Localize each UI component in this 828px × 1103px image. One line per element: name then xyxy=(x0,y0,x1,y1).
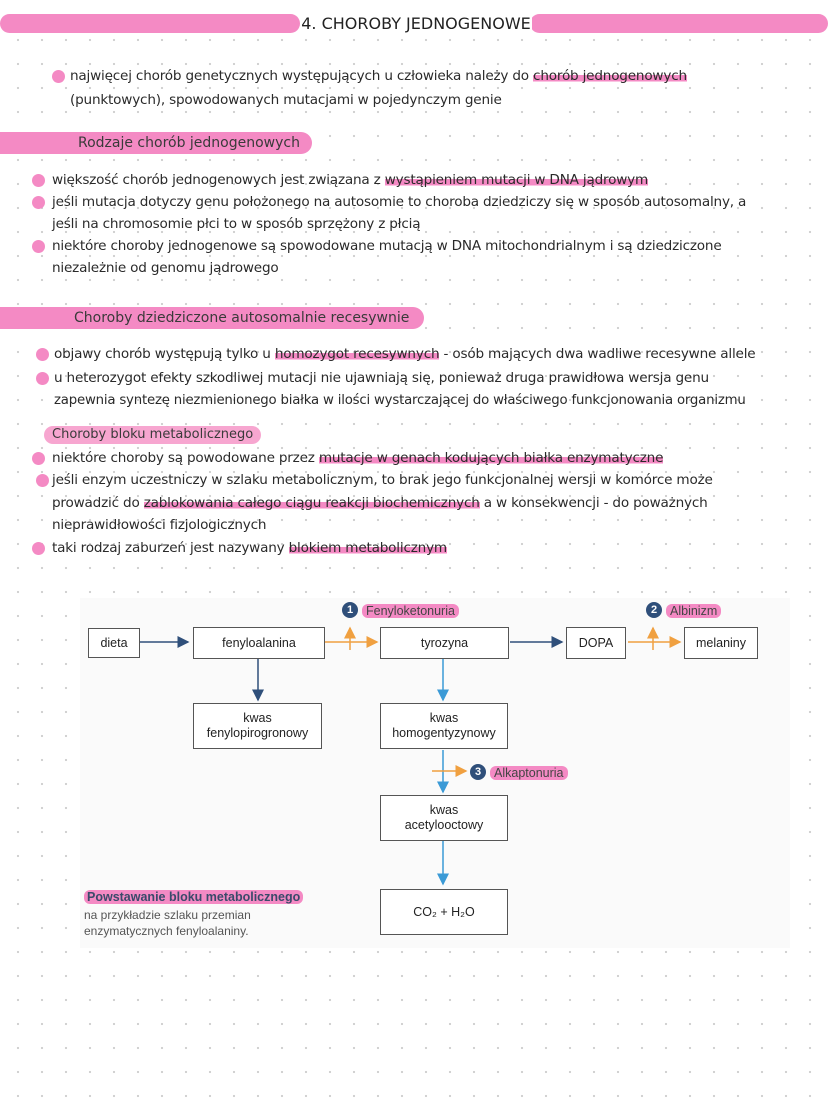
title-bar: 4. CHOROBY JEDNOGENOWE xyxy=(0,12,828,36)
box-fenyloalanina: fenyloalanina xyxy=(193,627,325,659)
bullet-icon xyxy=(36,372,49,385)
bullet-icon xyxy=(32,174,45,187)
s2-b1-highlight: homozygot recesywnych xyxy=(274,346,440,362)
section-heading-1-label: Rodzaje chorób jednogenowych xyxy=(78,135,300,151)
box-kwas-aa-line-2: acetylooctowy xyxy=(404,818,484,832)
bullet-icon xyxy=(32,240,45,253)
s3-b2-highlight: zablokowania całego ciągu reakcji bioche… xyxy=(143,495,480,511)
bullet-icon xyxy=(32,542,45,555)
s3-b2-text-end: a w konsekwencji - do poważnych xyxy=(479,495,708,511)
box-kwas-hg-line-1: kwas xyxy=(429,711,459,725)
title-bar-right xyxy=(530,14,828,33)
box-kwas-aa-line-1: kwas xyxy=(429,803,459,817)
s2-b1-text: objawy chorób występują tylko u xyxy=(54,346,275,362)
bullet-icon xyxy=(32,452,45,465)
bullet-icon xyxy=(52,70,65,83)
s3-b1-highlight: mutacje w genach kodujących białka enzym… xyxy=(318,450,664,466)
intro-text: najwięcej chorób genetycznych występując… xyxy=(70,68,534,84)
box-co2-h2o: CO₂ + H₂O xyxy=(380,889,508,935)
disease-label-fenyloketonuria: Fenyloketonuria xyxy=(362,604,459,618)
s3-bullet-1: niektóre choroby są powodowane przez mut… xyxy=(52,450,663,466)
disease-badge-1: 1 xyxy=(342,602,358,618)
page-title: 4. CHOROBY JEDNOGENOWE xyxy=(300,12,532,36)
box-kwas-fenylopirogronowy: kwas fenylopirogronowy xyxy=(193,703,322,749)
box-dopa: DOPA xyxy=(566,627,626,659)
box-kwas-hg-line-2: homogentyzynowy xyxy=(392,726,496,740)
s3-b3-highlight: blokiem metabolicznym xyxy=(288,540,447,556)
pathway-arrows xyxy=(138,626,682,886)
s1-bullet-2-line-2: jeśli na chromosomie płci to w sposób sp… xyxy=(52,216,421,232)
bullet-icon xyxy=(32,196,45,209)
box-kwas-acetylooctowy: kwas acetylooctowy xyxy=(380,795,508,841)
s2-bullet-2-line-1: u heterozygot efekty szkodliwej mutacji … xyxy=(54,370,709,386)
disease-label-albinizm: Albinizm xyxy=(666,604,722,618)
section-heading-1: Rodzaje chorób jednogenowych xyxy=(0,132,312,154)
section-heading-2: Choroby dziedziczone autosomalnie recesy… xyxy=(0,307,424,329)
caption-line-2: enzymatycznych fenyloalaniny. xyxy=(84,924,249,938)
box-dieta: dieta xyxy=(88,628,140,658)
intro-line-1: najwięcej chorób genetycznych występując… xyxy=(70,68,687,84)
s3-bullet-2-line-1: jeśli enzym uczestniczy w szlaku metabol… xyxy=(52,472,713,488)
bullet-icon xyxy=(36,348,49,361)
s3-b2-text: prowadzić do xyxy=(52,495,144,511)
disease-badge-2: 2 xyxy=(646,602,662,618)
s1-bullet-3-line-2: niezależnie od genomu jądrowego xyxy=(52,260,279,276)
box-kwas-fp-line-1: kwas xyxy=(243,711,272,725)
section-heading-2-label: Choroby dziedziczone autosomalnie recesy… xyxy=(74,310,410,326)
s2-b1-text-end: - osób mających dwa wadliwe recesywne al… xyxy=(439,346,756,362)
caption-title-text: Powstawanie bloku metabolicznego xyxy=(84,890,304,904)
s3-bullet-2-line-3: nieprawidłowości fizjologicznych xyxy=(52,517,267,533)
s1-bullet-3-line-1: niektóre choroby jednogenowe są spowodow… xyxy=(52,238,722,254)
s1-b1-highlight: wystąpieniem mutacji w DNA jądrowym xyxy=(384,172,649,188)
s1-b1-text: większość chorób jednogenowych jest zwią… xyxy=(52,172,385,188)
caption-line-1: na przykładzie szlaku przemian xyxy=(84,908,251,922)
disease-badge-3: 3 xyxy=(470,764,486,780)
s1-bullet-1: większość chorób jednogenowych jest zwią… xyxy=(52,172,648,188)
bullet-icon xyxy=(36,474,49,487)
disease-label-alkaptonuria: Alkaptonuria xyxy=(490,766,568,780)
intro-line-2: (punktowych), spowodowanych mutacjami w … xyxy=(70,92,502,108)
box-tyrozyna: tyrozyna xyxy=(380,627,509,659)
s1-bullet-2-line-1: jeśli mutacja dotyczy genu położonego na… xyxy=(52,194,747,210)
s3-bullet-3: taki rodzaj zaburzeń jest nazywany bloki… xyxy=(52,540,447,556)
s3-bullet-2-line-2: prowadzić do zablokowania całego ciągu r… xyxy=(52,495,708,511)
s2-bullet-2-line-2: zapewnia syntezę niezmienionego białka w… xyxy=(54,393,746,408)
section-heading-3: Choroby bloku metabolicznego xyxy=(44,426,262,444)
box-kwas-homogentyzynowy: kwas homogentyzynowy xyxy=(380,703,508,749)
s2-bullet-1: objawy chorób występują tylko u homozygo… xyxy=(54,346,756,362)
caption-title: Powstawanie bloku metabolicznego xyxy=(84,890,304,904)
intro-highlight: chorób jednogenowych xyxy=(533,68,687,84)
box-melaniny: melaniny xyxy=(684,627,758,659)
metabolic-pathway-diagram: dieta fenyloalanina tyrozyna DOPA melani… xyxy=(80,598,790,948)
s3-b3-text: taki rodzaj zaburzeń jest nazywany xyxy=(52,540,289,556)
title-bar-left xyxy=(0,14,300,33)
s3-b1-text: niektóre choroby są powodowane przez xyxy=(52,450,319,466)
box-kwas-fp-line-2: fenylopirogronowy xyxy=(206,726,309,740)
